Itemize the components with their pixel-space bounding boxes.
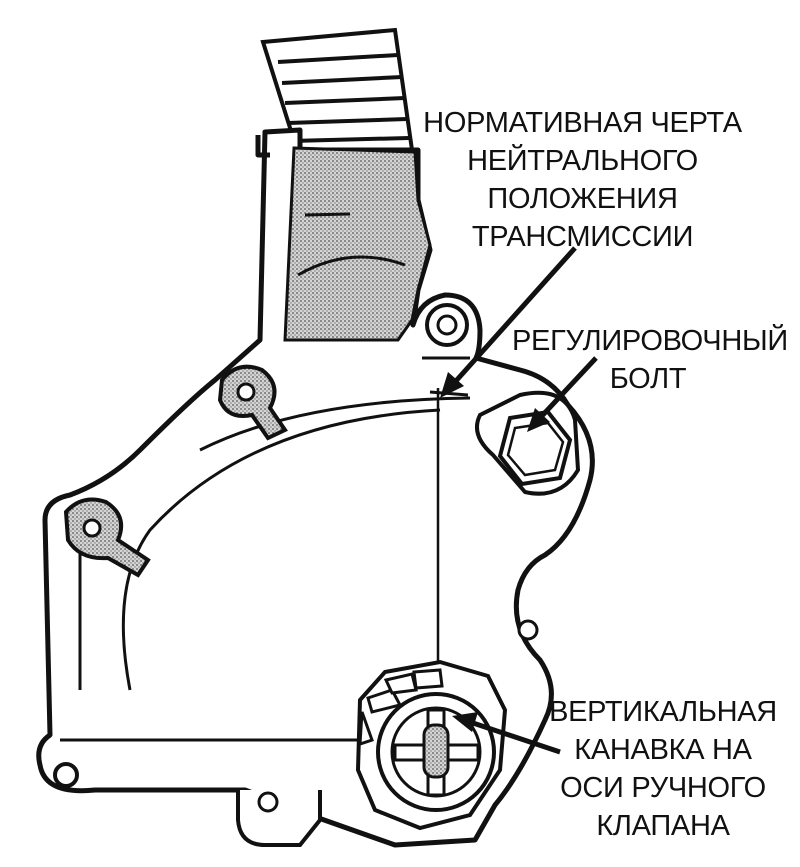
vertical-groove-label: ВЕРТИКАЛЬНАЯ КАНАВКА НА ОСИ РУЧНОГО КЛАП… [538, 693, 788, 845]
vertical-groove-line-4: КЛАПАНА [596, 810, 730, 842]
adjust-bolt-label: РЕГУЛИРОВОЧНЫЙ БОЛТ [512, 322, 788, 398]
leader-neutral-mark [440, 246, 577, 398]
neutral-mark-line-2: НЕЙТРАЛЬНОГО [467, 145, 698, 177]
neutral-mark-line-3: ПОЛОЖЕНИЯ [487, 183, 678, 215]
vertical-groove-line-1: ВЕРТИКАЛЬНАЯ [549, 696, 777, 728]
leader-vertical-groove [452, 712, 561, 755]
side-hole [517, 619, 539, 641]
adjusting-bolt [475, 390, 581, 496]
adjust-bolt-line-1: РЕГУЛИРОВОЧНЫЙ [512, 325, 788, 357]
top-mount-hole [425, 303, 469, 347]
terminal-upper [217, 364, 288, 441]
leader-adjust-bolt [527, 356, 598, 432]
adjust-bolt-line-2: БОЛТ [609, 363, 687, 395]
neutral-mark-line-1: НОРМАТИВНАЯ ЧЕРТА [423, 107, 742, 139]
neutral-mark-label: НОРМАТИВНАЯ ЧЕРТА НЕЙТРАЛЬНОГО ПОЛОЖЕНИЯ… [410, 104, 755, 256]
vertical-groove-line-2: КАНАВКА НА [574, 734, 752, 766]
contact-plate [283, 146, 432, 342]
vertical-groove-line-3: ОСИ РУЧНОГО [560, 772, 766, 804]
manual-valve-shaft [355, 659, 508, 831]
bottom-tab [236, 790, 322, 847]
bottom-left-hole [53, 762, 79, 788]
neutral-mark-line-4: ТРАНСМИССИИ [471, 221, 694, 253]
terminal-lower [63, 497, 151, 578]
